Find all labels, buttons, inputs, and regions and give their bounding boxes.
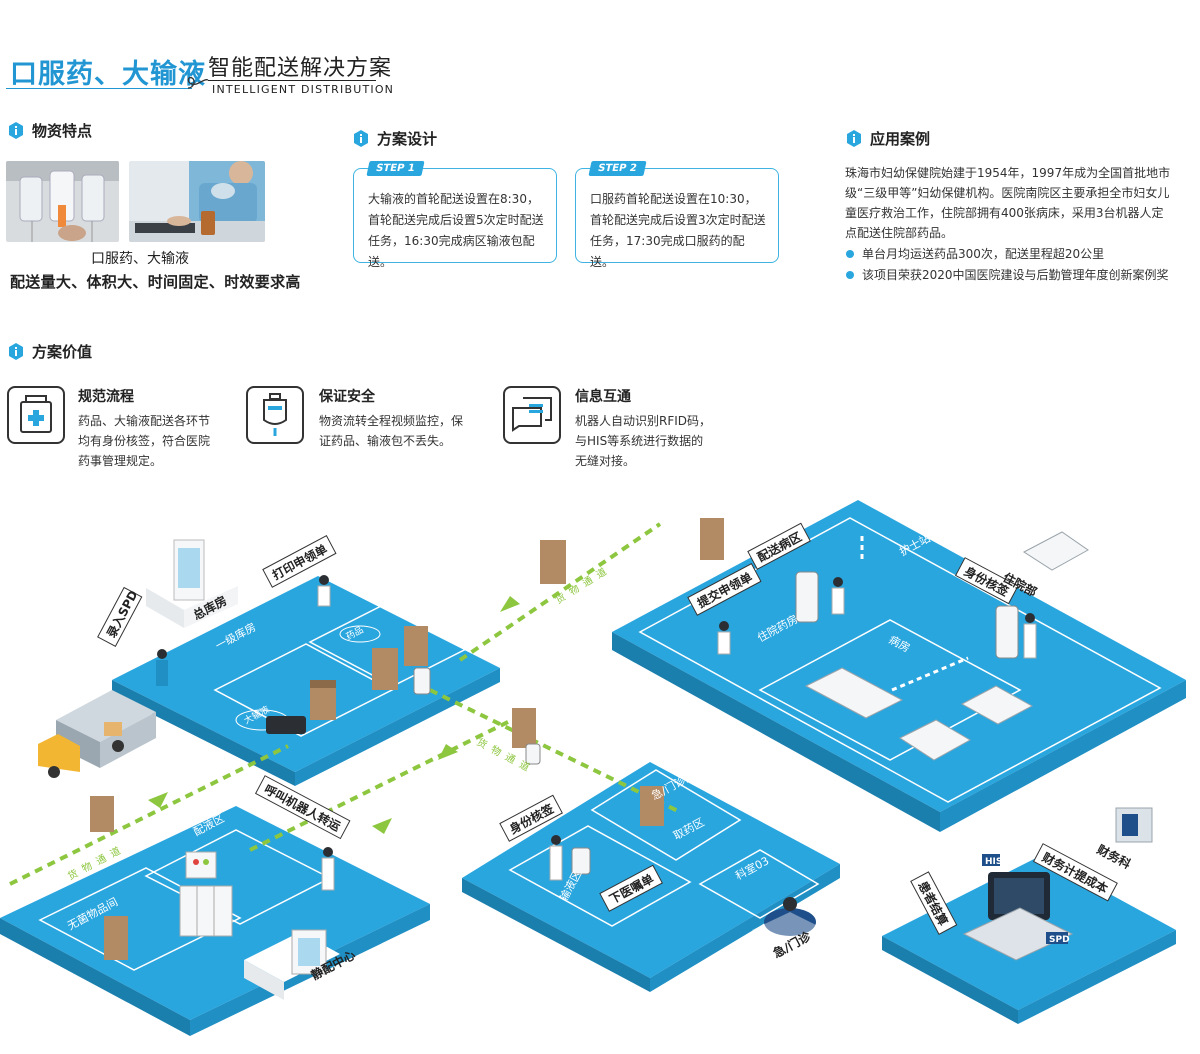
flow-arrow — [438, 744, 458, 760]
step-2-text: 口服药首轮配送设置在10:30，首轮配送完成后设置3次定时配送任务，17:30完… — [590, 192, 766, 269]
flow-arrow — [500, 596, 520, 612]
section-title: 方案价值 — [32, 343, 93, 361]
section-title: 方案设计 — [377, 130, 438, 148]
case-bullet: 单台月均运送药品300次，配送里程超20公里 — [846, 245, 1104, 262]
info-icon — [9, 343, 23, 360]
value-title: 保证安全 — [319, 389, 375, 405]
route-dashed — [891, 656, 969, 692]
title-swirl-icon — [187, 76, 209, 89]
section-title: 应用案例 — [870, 130, 931, 148]
value-title: 规范流程 — [78, 389, 134, 405]
medicine-photo — [129, 161, 265, 242]
step-1-box: STEP 1 大输液的首轮配送设置在8:30，首轮配送完成后设置5次定时配送任务… — [353, 161, 557, 269]
section-features-heading: 物资特点 — [8, 120, 92, 141]
medicine-box-icon — [20, 395, 52, 433]
infusion-photo — [6, 161, 119, 242]
spd-tag: SPD — [1049, 935, 1070, 945]
step-1-text: 大输液的首轮配送设置在8:30，首轮配送完成后设置5次定时配送任务，16:30完… — [368, 192, 544, 269]
value-text: 机器人自动识别RFID码，与HIS等系统进行数据的无缝对接。 — [575, 414, 712, 468]
bullet-text: 单台月均运送药品300次，配送里程超20公里 — [862, 247, 1105, 261]
computer-terminal-icon — [962, 807, 1153, 961]
case-bullet: 该项目荣获2020中国医院建设与后勤管理年度创新案例奖 — [846, 266, 1169, 283]
his-tag: HIS — [985, 857, 1002, 867]
storage-cabinet-icon — [179, 851, 340, 1000]
chat-message-icon — [512, 397, 552, 432]
features-caption: 口服药、大输液 — [91, 251, 189, 267]
flow-arrow — [372, 818, 392, 834]
box-cart-icon — [90, 518, 724, 960]
bullet-dot — [846, 270, 854, 279]
step-2-tag: STEP 2 — [588, 161, 647, 176]
delivery-robot-icon — [266, 571, 1019, 875]
title-sub-underline — [208, 80, 376, 81]
delivery-flow-diagram: 打印申领单 录入SPD 总库房 配送病区 提交申领单 身份核签 住院部 呼叫机器… — [0, 500, 1186, 1036]
bullet-text: 该项目荣获2020中国医院建设与后勤管理年度创新案例奖 — [862, 268, 1169, 282]
label-finance: 财务科 — [1094, 841, 1134, 872]
goods-corridor — [9, 522, 681, 886]
title-underline — [6, 88, 192, 89]
iv-drip-icon — [263, 393, 287, 436]
features-caption-bold: 配送量大、体积大、时间固定、时效要求高 — [10, 273, 301, 291]
flow-arrow — [148, 792, 168, 808]
hospital-bed-icon — [804, 531, 1089, 761]
warehouse-cabinet-icon — [146, 539, 238, 628]
value-title: 信息互通 — [575, 389, 631, 405]
bullet-dot — [846, 249, 854, 258]
truck-icon — [38, 690, 156, 778]
label-text: 财务科 — [1094, 841, 1134, 872]
case-description: 珠海市妇幼保健院始建于1954年，1997年成为全国首批地市级“三级甲等”妇幼保… — [845, 166, 1171, 240]
staff-figure-icon — [156, 575, 1037, 891]
value-text: 药品、大输液配送各环节均有身份核签，符合医院药事管理规定。 — [78, 414, 211, 468]
value-icon-box — [503, 386, 561, 444]
page-title-sub: 智能配送解决方案 — [208, 56, 393, 81]
section-cases-heading: 应用案例 — [846, 128, 930, 149]
info-icon — [847, 130, 861, 147]
page-title-main: 口服药、大输液 — [10, 59, 206, 90]
info-icon — [9, 122, 23, 139]
step-2-box: STEP 2 口服药首轮配送设置在10:30，首轮配送完成后设置3次定时配送任务… — [575, 161, 779, 269]
value-text: 物资流转全程视频监控，保证药品、输液包不丢失。 — [319, 414, 464, 448]
info-icon — [354, 130, 368, 147]
label-enter-spd: 录入SPD — [97, 586, 143, 648]
section-title: 物资特点 — [32, 122, 93, 140]
reception-desk-icon — [752, 897, 830, 952]
section-value-heading: 方案价值 — [8, 341, 92, 362]
page-title-en: INTELLIGENT DISTRIBUTION — [212, 83, 395, 96]
step-1-tag: STEP 1 — [366, 161, 425, 176]
section-design-heading: 方案设计 — [353, 128, 437, 149]
value-icon-box — [7, 386, 65, 444]
value-icon-box — [246, 386, 304, 444]
